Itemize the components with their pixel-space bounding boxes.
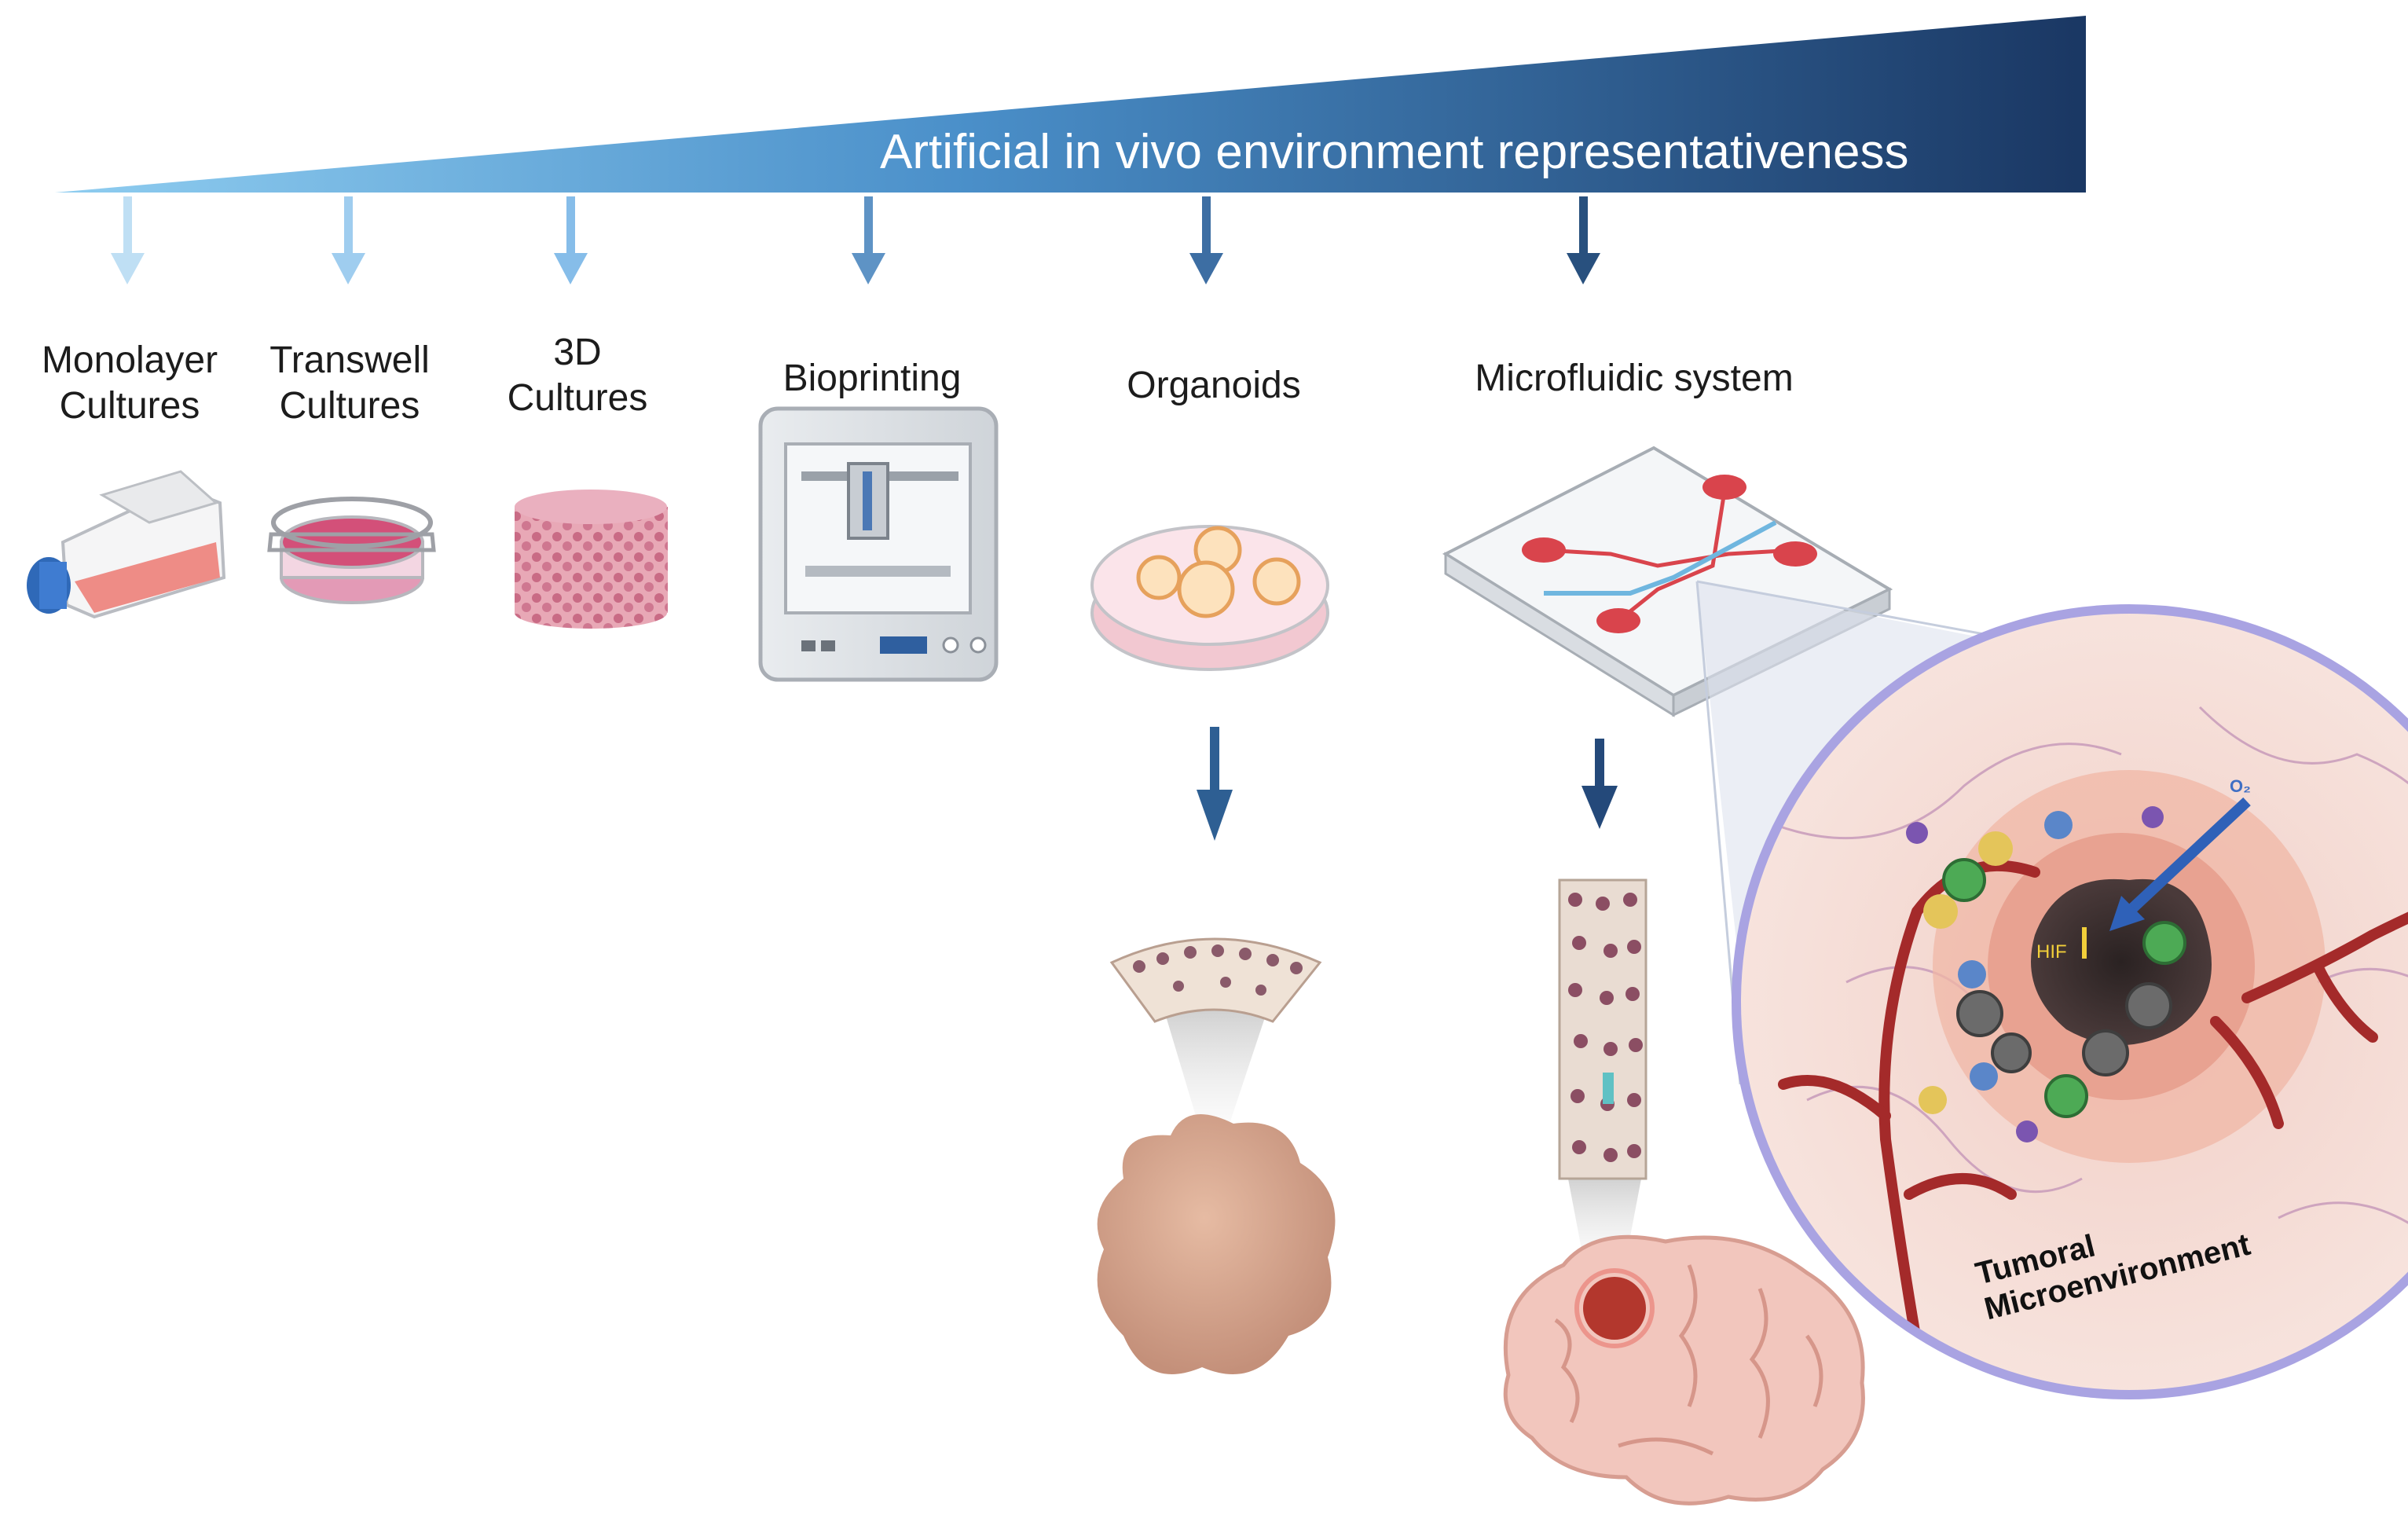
- arrow-transwell: [332, 196, 365, 284]
- brain-icon: [1503, 1234, 1865, 1505]
- label-line: Organoids: [1127, 365, 1301, 406]
- banner-label: Artificial in vivo environment represent…: [880, 125, 1909, 179]
- arrow-3d: [554, 196, 588, 284]
- lower-arrows: [1197, 727, 1618, 841]
- label-line: Bioprinting: [783, 358, 962, 399]
- petri-dish-organoids-icon: [1090, 525, 1329, 671]
- label-line: 3D: [553, 332, 602, 373]
- arrow-organoids: [1189, 196, 1223, 284]
- label-monolayer-cultures: Monolayer Cultures: [16, 338, 244, 429]
- tumor-mass-icon: [1097, 1114, 1336, 1374]
- bioprinter-icon: [758, 406, 999, 682]
- tissue-column-icon: [1558, 878, 1647, 1257]
- tumoral-microenvironment-icon: [1732, 604, 2408, 1399]
- top-arrows: [111, 196, 1600, 284]
- astrocytes: [1906, 806, 2164, 1142]
- arrow-organoid-to-tumor: [1197, 727, 1233, 841]
- porous-scaffold-icon: [515, 490, 668, 629]
- label-line: Transwell: [269, 339, 430, 381]
- label-3d-cultures: 3D Cultures: [471, 330, 684, 421]
- label-line: Microfluidic system: [1475, 358, 1794, 399]
- microglia: [1919, 831, 2013, 1114]
- hif-label: HIF: [2036, 941, 2067, 963]
- organoid-tissue-section-icon: [1109, 937, 1322, 1124]
- transwell-insert-icon: [267, 497, 436, 604]
- arrow-monolayer: [111, 196, 145, 284]
- label-line: Cultures: [59, 385, 200, 427]
- label-bioprinting: Bioprinting: [746, 356, 998, 402]
- label-line: Monolayer: [41, 339, 218, 381]
- label-organoids: Organoids: [1088, 363, 1340, 409]
- oxygen-label: O₂: [2230, 776, 2251, 796]
- culture-flask-icon: [27, 470, 226, 619]
- arrow-bioprinting: [852, 196, 885, 284]
- arrow-microfluidic: [1567, 196, 1600, 284]
- label-transwell-cultures: Transwell Cultures: [244, 338, 456, 429]
- arrow-chip-to-brain: [1582, 739, 1618, 829]
- tumor-cells: [1956, 982, 2172, 1076]
- representativeness-gradient-banner: [55, 16, 2086, 193]
- label-line: Cultures: [507, 377, 648, 419]
- label-line: Cultures: [279, 385, 420, 427]
- immune-cells: [1942, 858, 2186, 1118]
- label-microfluidic-system: Microfluidic system: [1430, 356, 1838, 402]
